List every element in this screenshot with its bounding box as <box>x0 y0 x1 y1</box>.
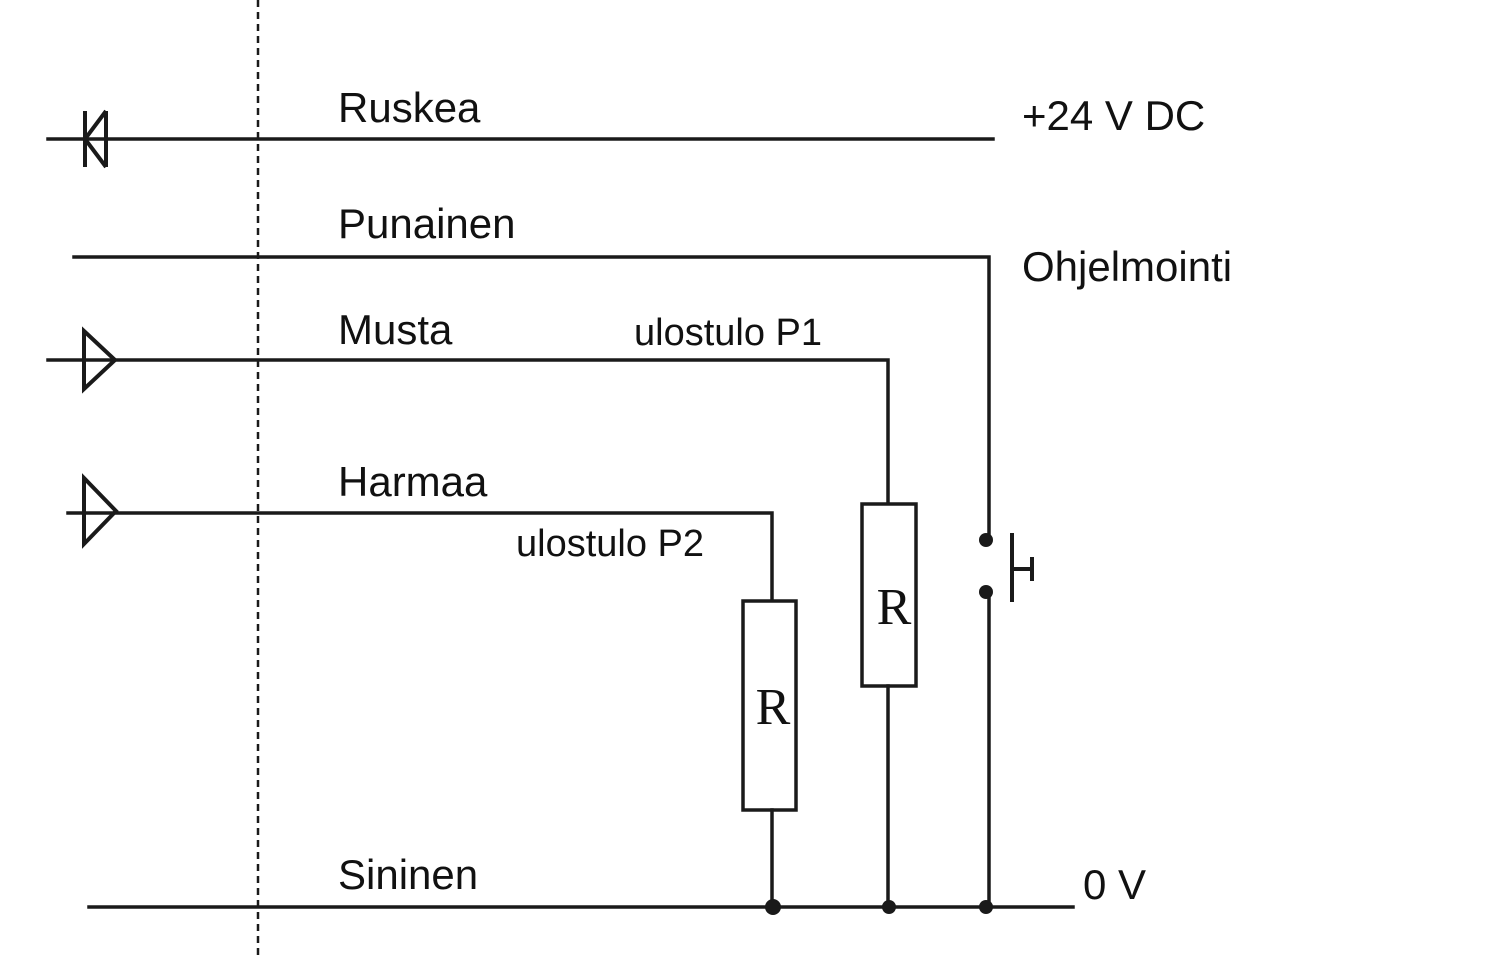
red-wire <box>72 255 991 542</box>
junction-dot <box>882 900 896 914</box>
ground-label: 0 V <box>1083 861 1146 908</box>
diode-icon <box>82 109 108 169</box>
brown-wire-label: Ruskea <box>338 84 481 131</box>
junction-dot <box>979 900 993 914</box>
grey-wire-label: Harmaa <box>338 458 488 505</box>
output-triangle-icon <box>82 473 119 549</box>
output-triangle-icon <box>82 326 118 394</box>
grey-wire <box>66 511 774 603</box>
black-wire-label: Musta <box>338 306 453 353</box>
black-wire <box>46 358 890 506</box>
output-p1-label: ulostulo P1 <box>634 312 822 354</box>
programming-label: Ohjelmointi <box>1022 243 1232 290</box>
resistor-p2 <box>741 599 798 812</box>
junction-dot <box>765 899 781 915</box>
resistor-p1 <box>860 502 918 688</box>
push-button-switch-icon <box>979 533 1034 602</box>
supply-voltage-label: +24 V DC <box>1022 92 1205 139</box>
blue-wire-label: Sininen <box>338 851 478 898</box>
output-p2-label: ulostulo P2 <box>516 523 704 565</box>
resistor-p1-label: R <box>877 579 912 636</box>
resistor-p2-label: R <box>756 679 791 736</box>
red-wire-label: Punainen <box>338 200 516 247</box>
